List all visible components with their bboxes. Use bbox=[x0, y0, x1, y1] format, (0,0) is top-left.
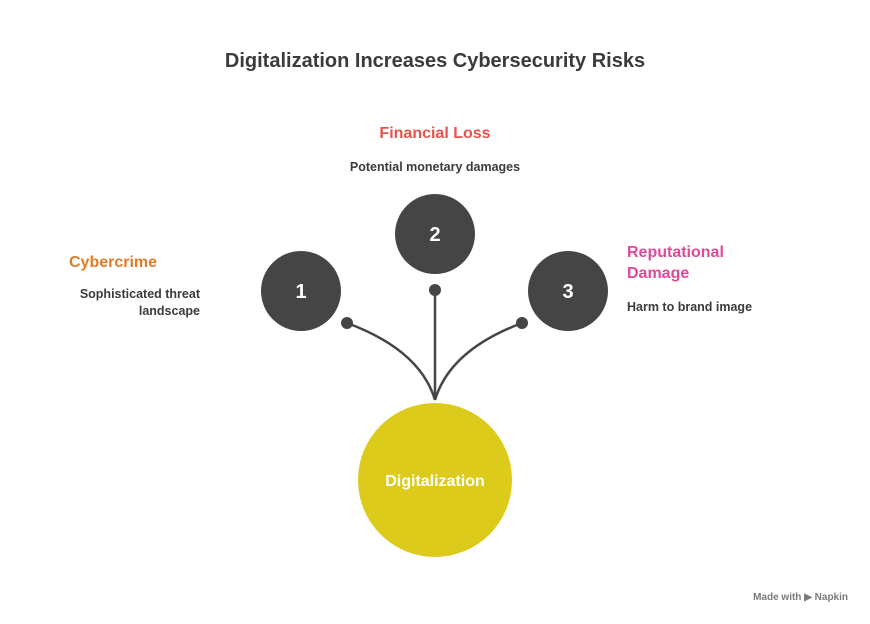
connector-dot-3 bbox=[516, 317, 528, 329]
diagram-title: Digitalization Increases Cybersecurity R… bbox=[224, 50, 646, 72]
node-number-2: 2 bbox=[429, 224, 440, 246]
connector-3 bbox=[433, 321, 523, 401]
node-heading-cybercrime: Cybercrime bbox=[69, 254, 158, 271]
node-description-financial-loss: Potential monetary damages bbox=[349, 160, 521, 174]
center-circle bbox=[358, 403, 512, 557]
connector-dot-2 bbox=[429, 284, 441, 296]
node-circle-3 bbox=[528, 251, 608, 331]
connector-dot-1 bbox=[341, 317, 353, 329]
center-label: Digitalization bbox=[385, 473, 485, 490]
node-description-reputational-damage: Harm to brand image bbox=[627, 300, 753, 314]
node-number-1: 1 bbox=[295, 281, 306, 303]
connector-1 bbox=[346, 321, 437, 401]
node-description-cybercrime: Sophisticated threat landscape bbox=[79, 287, 200, 318]
node-circle-1 bbox=[261, 251, 341, 331]
node-heading-financial-loss: Financial Loss bbox=[379, 125, 491, 142]
node-heading-reputational-damage: Reputational Damage bbox=[627, 244, 724, 282]
node-circle-2 bbox=[395, 194, 475, 274]
node-number-3: 3 bbox=[562, 281, 573, 303]
napkin-footer: Made with ▶ Napkin bbox=[753, 592, 848, 603]
